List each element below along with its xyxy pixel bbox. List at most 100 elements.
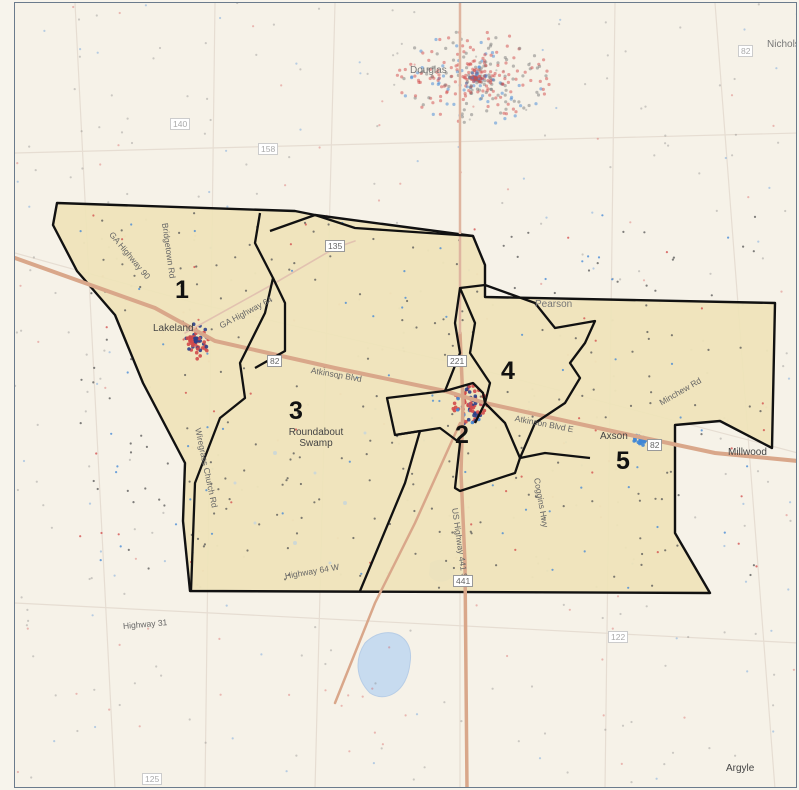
voter-dot <box>425 72 429 76</box>
voter-dot <box>452 102 456 106</box>
voter-dot <box>641 443 645 447</box>
map-canvas[interactable] <box>15 3 797 788</box>
voter-dot <box>120 229 123 232</box>
voter-dot <box>471 405 476 410</box>
voter-dot <box>438 530 441 534</box>
voter-dot <box>506 80 510 84</box>
voter-dot <box>756 470 760 473</box>
voter-dot <box>539 87 543 91</box>
voter-dot <box>130 358 133 361</box>
voter-dot <box>643 231 646 234</box>
voter-dot <box>409 629 412 632</box>
place-lakeland[interactable]: Lakeland <box>153 323 194 334</box>
place-pearson[interactable]: Pearson <box>535 299 573 310</box>
voter-dot <box>430 50 434 54</box>
voter-dot <box>491 484 494 487</box>
voter-dot <box>208 190 211 194</box>
map-frame[interactable]: 1 2 3 4 5 Lakeland Roundabout Swamp Axso… <box>14 2 797 788</box>
voter-dot <box>671 258 675 261</box>
place-millwood[interactable]: Millwood <box>728 447 767 458</box>
voter-dot <box>295 532 299 535</box>
voter-dot <box>584 83 587 86</box>
voter-dot <box>231 737 234 740</box>
voter-dot <box>622 230 625 233</box>
voter-dot <box>473 76 477 80</box>
voter-dot <box>284 578 287 581</box>
place-douglas[interactable]: Douglas <box>410 65 447 76</box>
voter-dot <box>470 420 475 425</box>
voter-dot <box>483 53 487 57</box>
voter-dot <box>186 342 191 347</box>
voter-dot <box>391 9 394 12</box>
voter-dot <box>675 637 678 640</box>
voter-dot <box>545 77 549 81</box>
voter-dot <box>515 476 518 479</box>
place-axson[interactable]: Axson <box>600 431 628 442</box>
voter-dot <box>286 547 289 550</box>
voter-dot <box>401 306 404 309</box>
voter-dot <box>514 548 517 552</box>
voter-dot <box>140 434 143 437</box>
place-roundabout-swamp[interactable]: Roundabout Swamp <box>288 427 344 449</box>
voter-dot <box>637 492 640 495</box>
voter-dot <box>478 80 482 84</box>
voter-dot <box>340 457 343 460</box>
border-3-north <box>269 213 474 238</box>
voter-dot <box>531 415 534 418</box>
voter-dot <box>355 376 358 379</box>
voter-dot <box>255 192 258 195</box>
voter-dot <box>489 81 493 85</box>
voter-dot <box>501 532 504 535</box>
county-area <box>51 201 777 595</box>
voter-dot <box>198 354 202 358</box>
voter-dot <box>604 728 607 731</box>
voter-dot <box>748 405 751 408</box>
voter-dot <box>759 410 762 413</box>
voter-dot <box>679 26 682 29</box>
voter-dot <box>451 531 454 534</box>
voter-dot <box>518 434 521 437</box>
voter-dot <box>404 296 407 299</box>
voter-dot <box>718 84 722 87</box>
voter-dot <box>483 69 487 73</box>
voter-dot <box>19 284 22 287</box>
voter-dot <box>101 219 104 222</box>
voter-dot <box>542 58 546 62</box>
place-nicholls[interactable]: Nichols <box>767 39 797 50</box>
voter-dot <box>419 71 423 75</box>
voter-dot <box>99 559 102 562</box>
voter-dot <box>694 404 697 407</box>
place-argyle[interactable]: Argyle <box>726 763 755 774</box>
voter-dot <box>740 495 743 498</box>
voter-dot <box>431 394 434 397</box>
voter-dot <box>540 222 543 225</box>
voter-dot <box>409 62 413 66</box>
voter-dot <box>483 79 487 83</box>
voter-dot <box>465 66 469 70</box>
voter-dot <box>26 627 29 630</box>
voter-dot <box>715 209 718 212</box>
voter-dot <box>524 508 528 511</box>
voter-dot <box>470 409 475 413</box>
voter-dot <box>639 537 642 540</box>
voter-dot <box>439 99 443 103</box>
voter-dot <box>497 73 502 77</box>
voter-dot <box>515 69 519 73</box>
voter-dot <box>388 646 391 649</box>
highways <box>15 3 796 787</box>
voter-dot <box>54 291 57 295</box>
border-4 <box>484 283 597 459</box>
voter-dot <box>191 322 196 327</box>
voter-dot <box>280 84 283 87</box>
voter-dot <box>400 91 404 95</box>
voter-dot <box>25 624 28 627</box>
voter-dot <box>188 480 191 483</box>
voter-dot <box>184 391 187 394</box>
voter-dot <box>451 58 456 62</box>
voter-dot <box>300 654 303 657</box>
voter-dot <box>193 229 196 233</box>
voter-dot <box>16 488 19 492</box>
voter-dot <box>295 754 298 757</box>
voter-dot <box>448 460 451 463</box>
voter-dot <box>443 701 446 704</box>
